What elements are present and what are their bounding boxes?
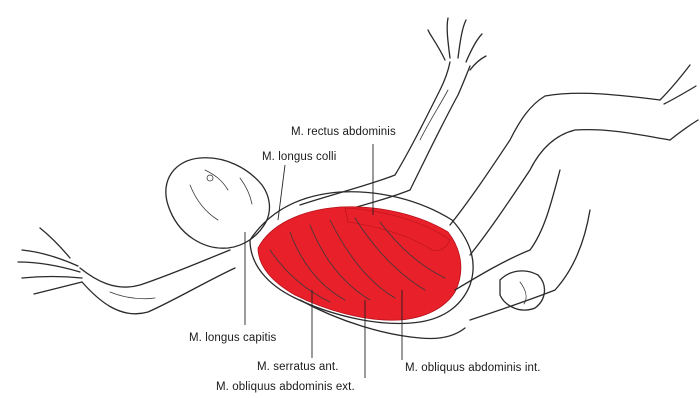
label-obliquus-internus: M. obliquus abdominis int. [405, 362, 541, 374]
label-serratus-anterior: M. serratus ant. [257, 361, 339, 373]
raised-arm [300, 18, 486, 220]
legs [450, 65, 698, 320]
label-rectus-abdominis: M. rectus abdominis [291, 126, 396, 138]
label-longus-colli: M. longus colli [262, 151, 336, 163]
label-obliquus-externus: M. obliquus abdominis ext. [216, 381, 355, 393]
abdominal-muscles [258, 207, 461, 320]
label-longus-capitis: M. longus capitis [189, 332, 276, 344]
outstretched-arm [18, 228, 235, 314]
